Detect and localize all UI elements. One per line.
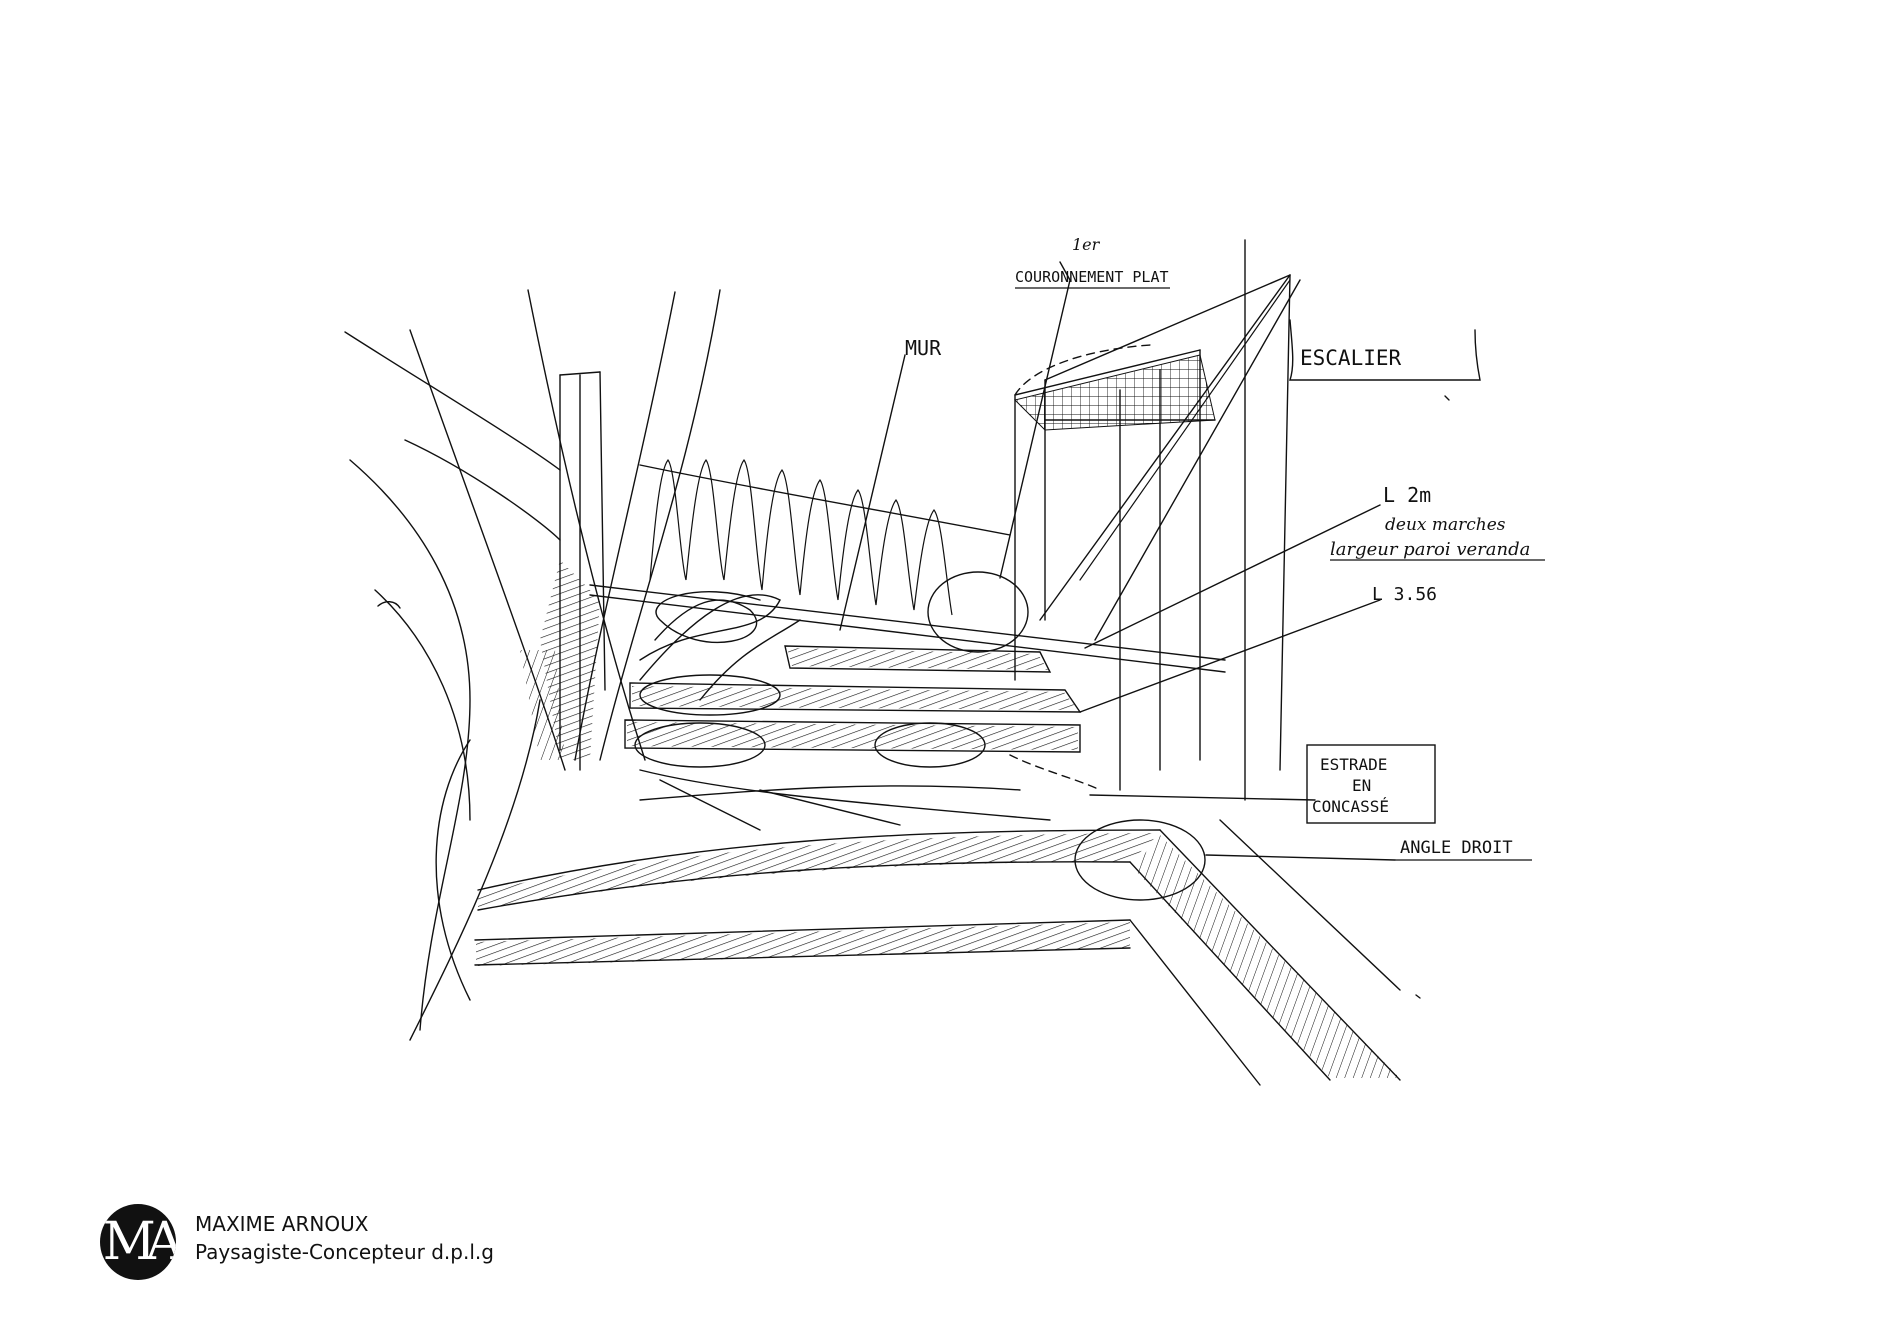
label-couronnement: COURONNEMENT PLAT [1015, 268, 1169, 286]
wavy-hedge [649, 459, 953, 616]
label-mur: MUR [905, 336, 942, 360]
label-couronnement-ordinal: 1er [1072, 235, 1101, 254]
label-angle-droit: ANGLE DROIT [1400, 838, 1513, 858]
label-estrade-concasse: CONCASSÉ [1312, 797, 1389, 816]
label-l2m: L 2m [1383, 483, 1431, 507]
hatching [476, 354, 1400, 1078]
logo-monogram: MA [102, 1212, 176, 1272]
label-estrade-en: EN [1352, 776, 1371, 795]
logo: MA [100, 1204, 176, 1280]
label-l356: L 3.56 [1372, 584, 1437, 605]
label-largeur-paroi: largeur paroi veranda [1330, 539, 1530, 560]
sketch-annotations: MUR 1er COURONNEMENT PLAT ESCALIER L 2m … [905, 235, 1545, 861]
footer-signature: MA MAXIME ARNOUX Paysagiste-Concepteur d… [100, 1204, 620, 1284]
label-escalier: ESCALIER [1300, 346, 1402, 370]
author-name: MAXIME ARNOUX [195, 1212, 369, 1236]
label-deux-marches: deux marches [1385, 515, 1506, 535]
label-estrade: ESTRADE [1320, 755, 1387, 774]
author-role: Paysagiste-Concepteur d.p.l.g [195, 1240, 494, 1264]
